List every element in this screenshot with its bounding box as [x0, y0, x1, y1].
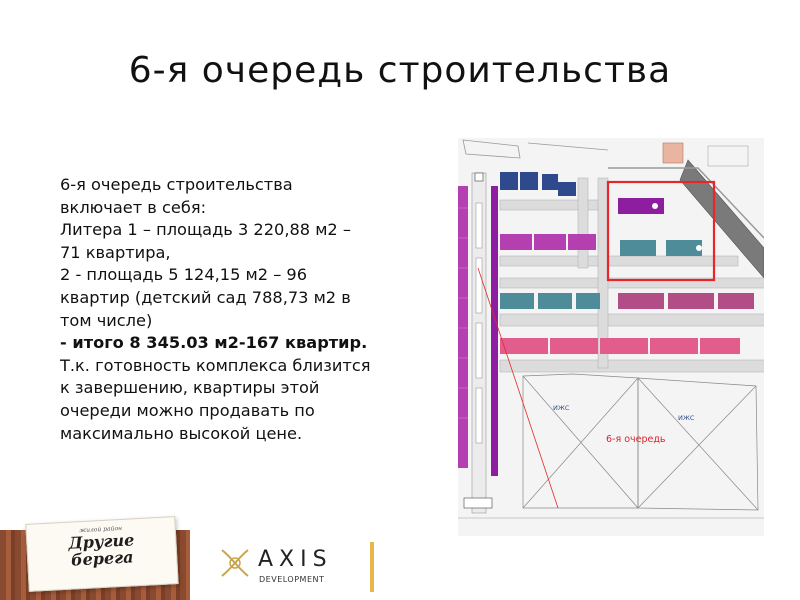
page-title: 6-я очередь строительства — [128, 50, 672, 91]
plan-top-structures — [462, 139, 749, 167]
text-line: том числе) — [60, 310, 153, 330]
mauve-row — [618, 293, 754, 309]
main-road — [679, 159, 764, 279]
building-1 — [618, 198, 664, 214]
text-line: включает в себя: — [60, 197, 207, 217]
text-line: 71 квартира, — [60, 242, 171, 262]
text-line: квартир (детский сад 788,73 м2 в — [60, 287, 351, 307]
text-line: очереди можно продавать по — [60, 400, 315, 420]
connector-line — [477, 267, 559, 509]
axis-logo: AXIS DEVELOPMENT — [214, 540, 374, 590]
purple-column — [491, 186, 498, 476]
izhs-left-label: ИЖС — [553, 404, 570, 412]
parking-column — [463, 172, 493, 514]
gold-divider — [370, 542, 374, 592]
left-strip — [458, 186, 468, 468]
pink-row — [500, 338, 740, 354]
text-line: Литера 1 – площадь 3 220,88 м2 – — [60, 220, 351, 240]
navy-buildings — [500, 172, 576, 196]
site-plan: ИЖС ИЖС 6-я очередь — [458, 138, 764, 536]
magenta-row — [500, 234, 596, 250]
izhs-area — [458, 373, 764, 519]
company-subtitle: DEVELOPMENT — [259, 575, 325, 584]
company-name: AXIS — [258, 547, 333, 572]
axis-mark-icon — [221, 549, 249, 577]
teal-row — [500, 293, 600, 309]
building-2 — [620, 240, 702, 256]
total-line: - итого 8 345.03 м2-167 квартир. — [60, 333, 368, 353]
text-line: 6-я очередь строительства — [60, 175, 293, 194]
brand-logo: жилой район Другие берега — [25, 516, 179, 592]
text-line: к завершению, квартиры этой — [60, 378, 320, 398]
text-line: максимально высокой цене. — [60, 423, 303, 443]
text-line: 2 - площадь 5 124,15 м2 – 96 — [60, 265, 308, 285]
izhs-right-label: ИЖС — [678, 414, 695, 422]
stage-label: 6-я очередь — [606, 434, 666, 445]
stage-highlight — [606, 180, 716, 282]
text-line: Т.к. готовность комплекса близится — [60, 355, 371, 375]
description-text: 6-я очередь строительства включает в себ… — [60, 174, 450, 445]
